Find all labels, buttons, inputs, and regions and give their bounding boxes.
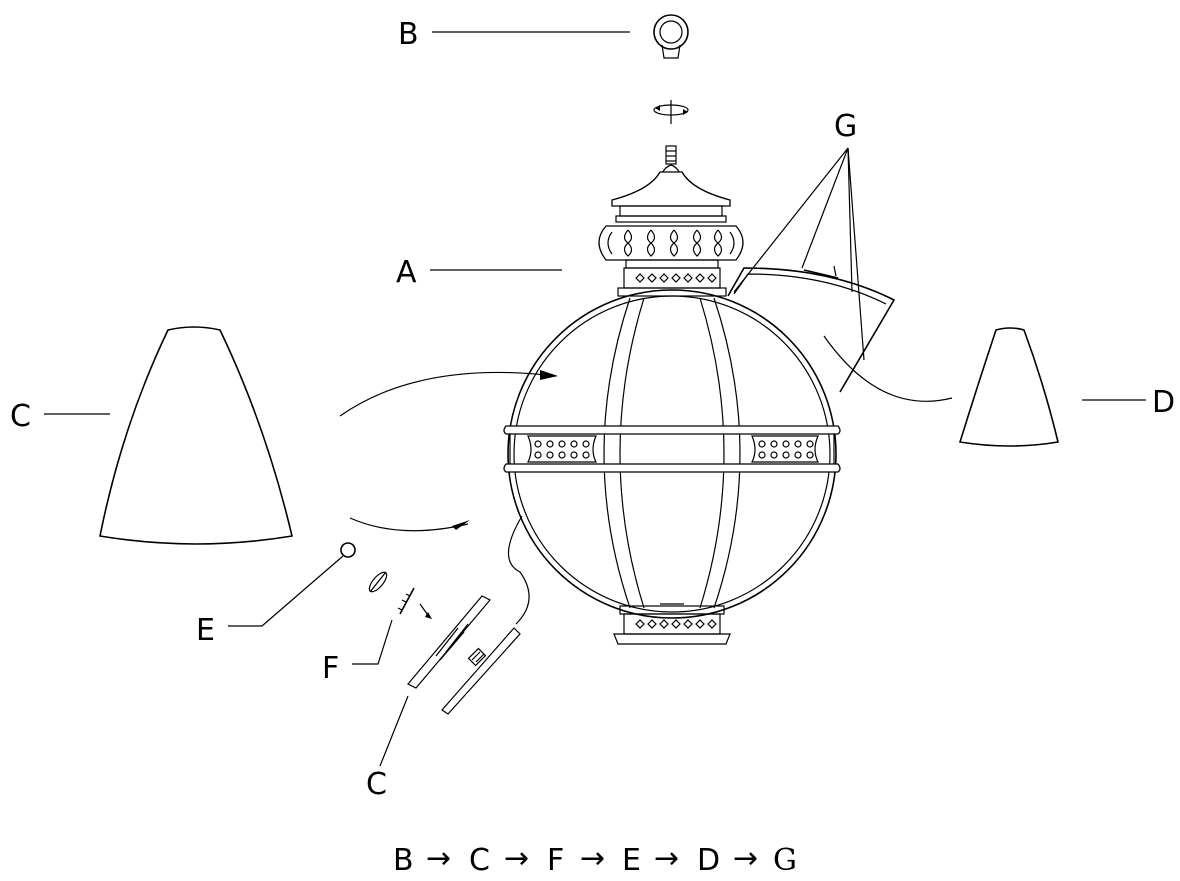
sequence-step-2: C bbox=[469, 843, 490, 878]
part-d-shade-right bbox=[958, 327, 1059, 447]
sequence-arrow-1: → bbox=[426, 841, 451, 876]
part-c-shade-left bbox=[99, 326, 293, 545]
part-e-knob bbox=[340, 542, 356, 558]
assembly-sequence: B → C → F → E → D → G bbox=[393, 841, 797, 878]
label-g: G bbox=[834, 109, 857, 144]
leader-f bbox=[352, 619, 393, 665]
part-b-ring bbox=[653, 14, 689, 59]
leaders-g bbox=[733, 147, 865, 361]
label-b: B bbox=[398, 17, 419, 52]
glass-pane-open bbox=[727, 265, 896, 393]
sequence-arrow-2: → bbox=[504, 841, 529, 876]
sequence-step-1: B bbox=[393, 843, 414, 878]
insert-arrow-right bbox=[823, 335, 953, 402]
sequence-arrow-5: → bbox=[733, 841, 758, 876]
part-f-screw bbox=[368, 571, 432, 619]
rotate-symbol-top bbox=[653, 100, 689, 124]
sequence-arrow-3: → bbox=[580, 841, 605, 876]
label-c-bottom: C bbox=[366, 767, 387, 802]
insert-arrow-lower bbox=[349, 517, 469, 532]
label-d: D bbox=[1152, 385, 1175, 420]
sequence-step-5: D bbox=[697, 843, 720, 878]
part-c-straps bbox=[407, 595, 521, 715]
insert-arrow-upper bbox=[339, 371, 557, 417]
label-e: E bbox=[196, 613, 215, 648]
sequence-step-6: G bbox=[773, 843, 797, 878]
part-a-lantern bbox=[503, 145, 841, 645]
label-f: F bbox=[322, 651, 339, 686]
sequence-step-4: E bbox=[622, 843, 641, 878]
label-c-left: C bbox=[10, 399, 31, 434]
sequence-arrow-4: → bbox=[654, 841, 679, 876]
sequence-step-3: F bbox=[547, 843, 564, 878]
leader-e bbox=[228, 555, 344, 627]
leader-c-bottom bbox=[379, 695, 409, 767]
insert-arrow-straps bbox=[507, 515, 530, 625]
label-a: A bbox=[396, 255, 417, 290]
